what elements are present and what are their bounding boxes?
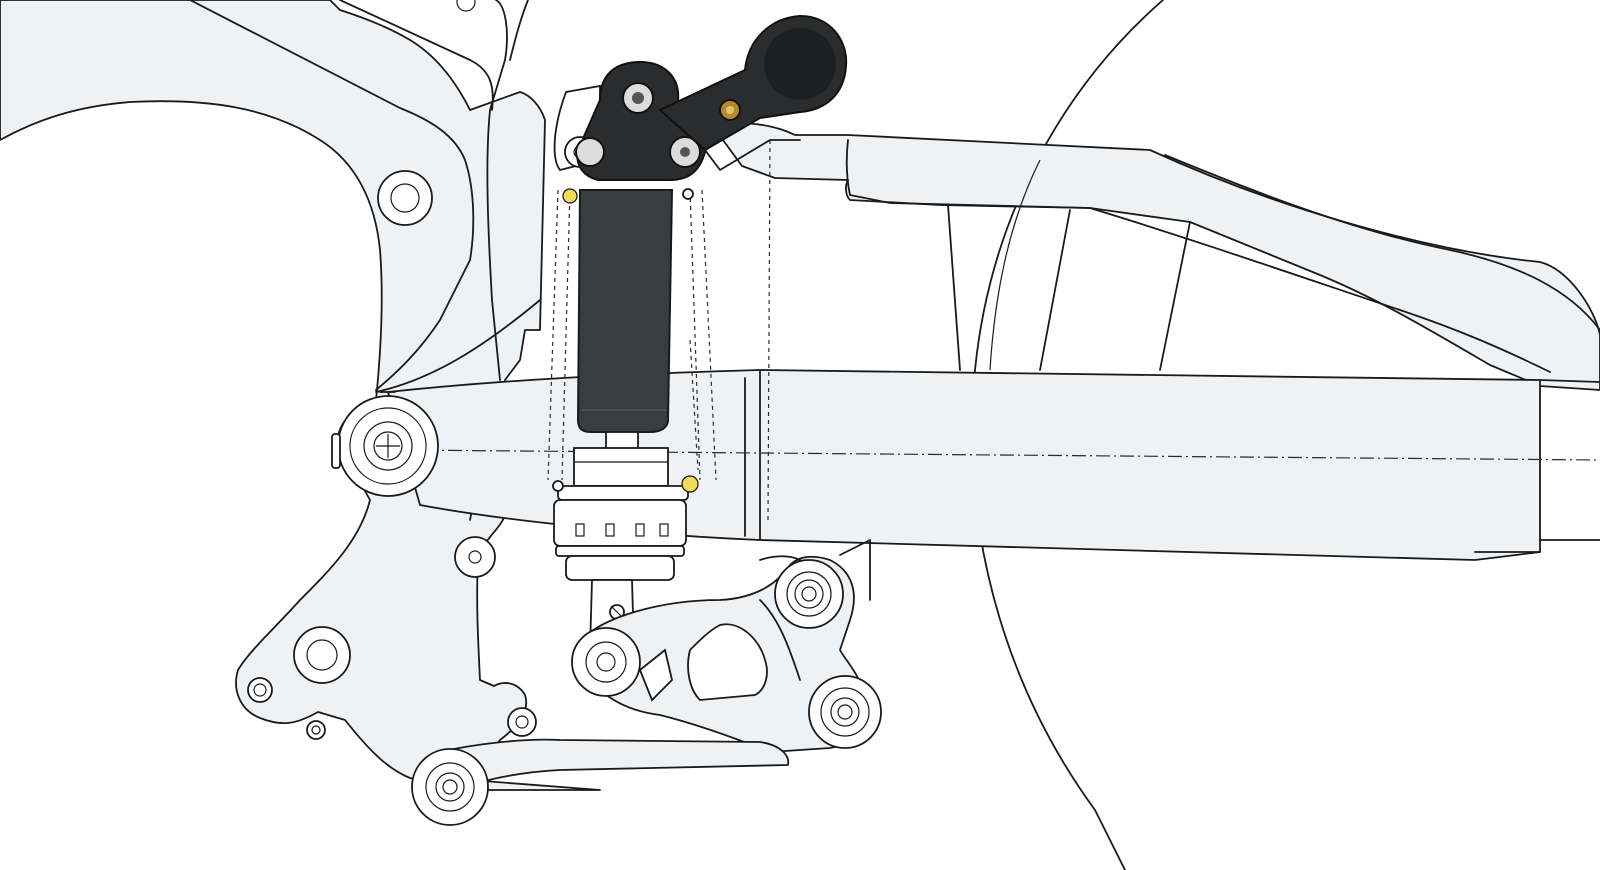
suspension-linkage-icon: [411, 539, 882, 826]
yellow-reference-dot-icon: [562, 188, 578, 204]
rear-wheel-arc-icon: [971, 0, 1164, 870]
rear-shock-absorber-icon: [547, 14, 848, 651]
swingarm-pivot-bolt-icon: [331, 299, 541, 497]
yellow-reference-dot-icon: [681, 475, 699, 493]
upper-subframe: [711, 122, 1600, 391]
